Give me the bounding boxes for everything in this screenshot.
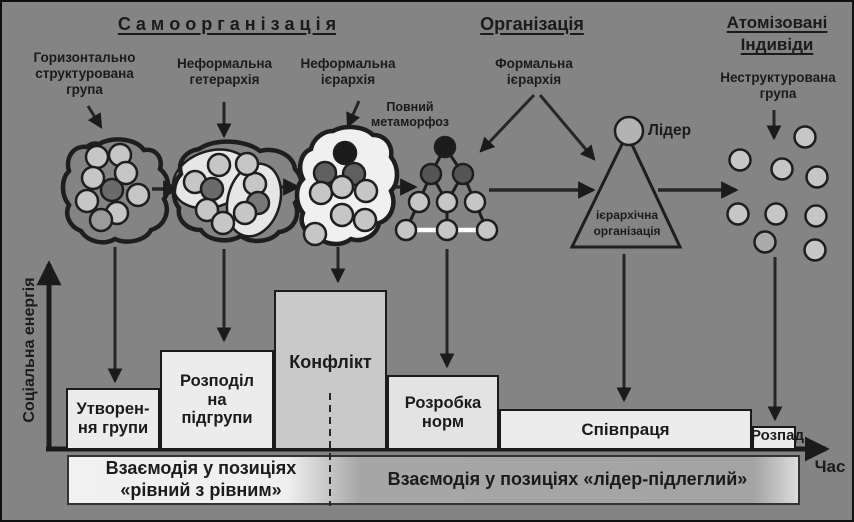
hierarchy-triangle bbox=[569, 115, 683, 249]
band-leader-subordinate-label: Взаємодія у позиціях «лідер-підлеглий» bbox=[387, 469, 748, 490]
bar-cooperation: Співпраця bbox=[499, 409, 752, 450]
y-axis-label: Соціальна енергія bbox=[21, 277, 38, 423]
member-circle bbox=[80, 165, 106, 191]
individual-circle bbox=[793, 125, 817, 149]
atomized-individuals-group bbox=[726, 125, 829, 262]
member-circle bbox=[352, 207, 378, 233]
arrow-formal-to-triangle bbox=[538, 94, 596, 161]
node-light bbox=[435, 190, 459, 214]
member-circle-dark bbox=[199, 176, 225, 202]
label-informal-heterarchy: Неформальна гетерархія bbox=[176, 56, 273, 87]
member-circle-black bbox=[332, 140, 358, 166]
individual-circle bbox=[770, 157, 794, 181]
member-circle bbox=[210, 210, 236, 236]
label-full-metamorphosis: Повний метаморфоз bbox=[371, 100, 449, 129]
individual-circle bbox=[726, 202, 750, 226]
horizontal-group-blob bbox=[60, 137, 171, 245]
drop-arrows bbox=[107, 247, 783, 422]
member-circle bbox=[234, 151, 260, 177]
node-light bbox=[407, 190, 431, 214]
interaction-band bbox=[67, 455, 800, 505]
tree-nodes bbox=[394, 135, 499, 242]
arrow-horizontal-group bbox=[86, 105, 103, 129]
band-peer-label: Взаємодія у позиціях «рівний з рівним» bbox=[105, 458, 297, 500]
member-circle bbox=[74, 188, 100, 214]
individual-circle bbox=[728, 148, 752, 172]
bar-norms-development: Розробка норм bbox=[387, 375, 499, 450]
informal-hierarchy-blob bbox=[294, 124, 400, 247]
heterarchy-blob bbox=[171, 139, 304, 244]
member-circle bbox=[84, 144, 110, 170]
node-light bbox=[463, 190, 487, 214]
member-circle-medium bbox=[88, 207, 114, 233]
bar-conflict: Конфлікт bbox=[274, 290, 387, 450]
arrow-informal-hierarchy bbox=[346, 100, 361, 129]
header-self-organization: С а м о о р г а н і з а ц і я bbox=[117, 14, 337, 34]
individual-circle bbox=[803, 238, 827, 262]
label-arrows bbox=[86, 93, 782, 161]
blob3-members bbox=[302, 140, 379, 247]
individual-circle bbox=[805, 165, 829, 189]
member-circle bbox=[329, 202, 355, 228]
blob2-members bbox=[182, 151, 271, 236]
label-informal-hierarchy: Неформальна ієрархія bbox=[300, 56, 396, 87]
label-hierarchical-organization: ієрархічна організація bbox=[593, 208, 661, 238]
node-light bbox=[394, 218, 418, 242]
node-dark bbox=[451, 162, 475, 186]
blob2-outline bbox=[171, 139, 304, 244]
member-circle bbox=[302, 221, 328, 247]
member-circle bbox=[329, 174, 355, 200]
label-formal-hierarchy: Формальна ієрархія bbox=[495, 56, 573, 87]
member-circle-dark bbox=[99, 177, 125, 203]
blob1-outline bbox=[60, 137, 171, 245]
node-light bbox=[475, 218, 499, 242]
bar-disintegration bbox=[752, 426, 796, 450]
member-circle bbox=[125, 182, 151, 208]
member-circle bbox=[113, 160, 139, 186]
x-axis-label: Час bbox=[814, 457, 846, 476]
node-light bbox=[435, 218, 459, 242]
individual-circle bbox=[753, 230, 777, 254]
individual-circle bbox=[804, 204, 828, 228]
member-circle bbox=[206, 152, 232, 178]
bar-group-formation: Утворен- ня групи bbox=[66, 388, 160, 450]
arrow-formal-to-tree bbox=[479, 93, 536, 153]
header-organization: Організація bbox=[480, 14, 584, 34]
tree-edges bbox=[404, 146, 489, 231]
bar-subgroup-division: Розподіл на підгрупи bbox=[160, 350, 274, 450]
label-leader: Лідер bbox=[648, 122, 692, 139]
triangle-outline bbox=[569, 130, 683, 249]
node-dark bbox=[419, 162, 443, 186]
member-circle bbox=[308, 180, 334, 206]
node-black bbox=[433, 135, 457, 159]
header-atomized-individuals: Атомізовані Індивіди bbox=[726, 13, 828, 55]
member-circle bbox=[353, 178, 379, 204]
blob1-members bbox=[74, 142, 151, 233]
label-horizontal-group: Горизонтально структурована група bbox=[33, 50, 136, 97]
label-unstructured-group: Неструктурована група bbox=[720, 70, 836, 101]
individual-circle bbox=[764, 202, 788, 226]
bar-disintegration-label: Розпад bbox=[751, 427, 804, 444]
leader-circle bbox=[613, 115, 645, 147]
member-circle bbox=[194, 197, 220, 223]
metamorphosis-tree bbox=[394, 135, 499, 242]
member-circle bbox=[232, 200, 258, 226]
